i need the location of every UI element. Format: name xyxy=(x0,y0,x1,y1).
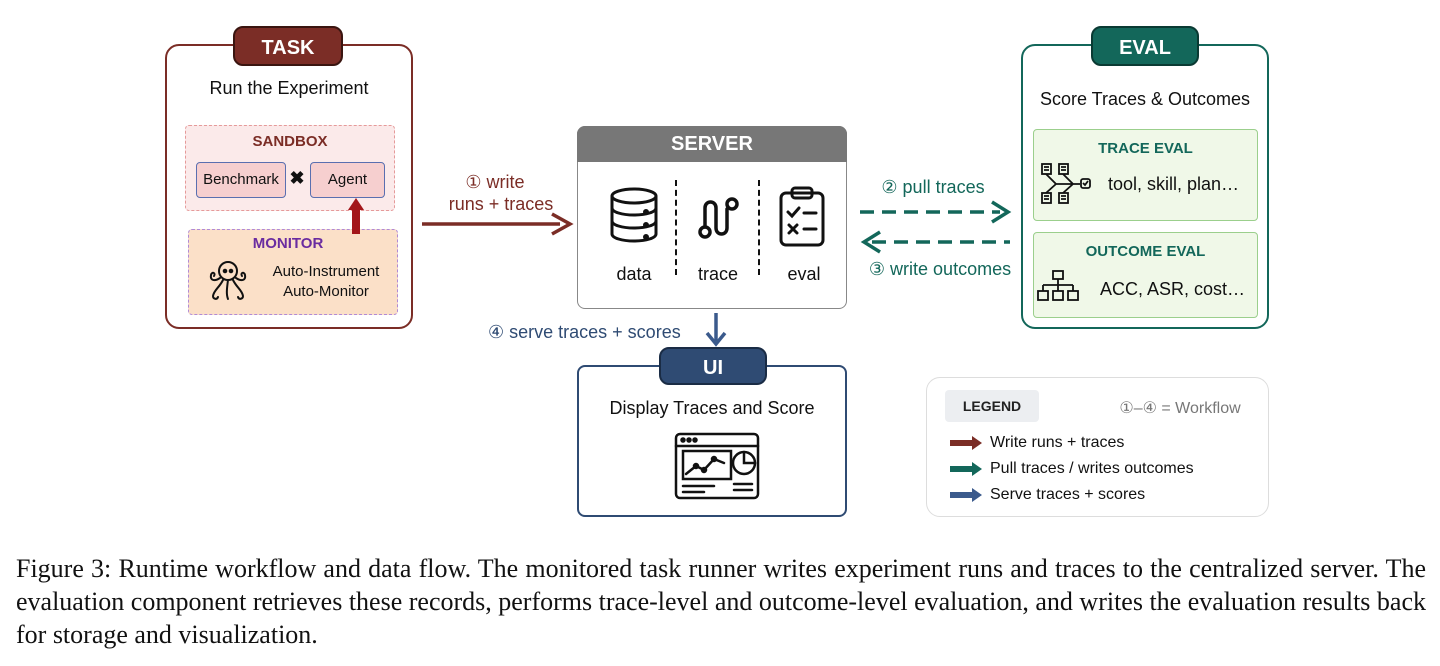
serve-arrow xyxy=(705,313,727,347)
step1-label-line1: ① write xyxy=(465,172,525,192)
eval-badge: EVAL xyxy=(1091,26,1199,66)
legend-arrow-serve xyxy=(950,488,982,502)
legend-arrow-pull xyxy=(950,462,982,476)
monitor-line2: Auto-Monitor xyxy=(283,283,369,300)
agent-box: Agent xyxy=(310,162,385,198)
benchmark-box: Benchmark xyxy=(196,162,286,198)
trace-eval-label: TRACE EVAL xyxy=(1098,140,1193,157)
server-divider-2 xyxy=(758,180,760,275)
trace-path-icon xyxy=(698,197,739,239)
figure-caption: Figure 3: Runtime workflow and data flow… xyxy=(16,554,1426,649)
ui-title: Display Traces and Score xyxy=(609,398,815,418)
task-title: Run the Experiment xyxy=(209,78,369,98)
outcome-eval-label: OUTCOME EVAL xyxy=(1085,243,1206,260)
monitor-to-agent-arrow xyxy=(348,198,364,234)
server-item-eval: eval xyxy=(787,264,821,284)
sandbox-label: SANDBOX xyxy=(252,133,328,150)
times-icon: ✖ xyxy=(289,168,305,188)
step3-label: ③ write outcomes xyxy=(868,259,1012,279)
trace-eval-box xyxy=(1033,129,1258,221)
outcome-eval-box xyxy=(1033,232,1258,318)
hierarchy-icon xyxy=(1037,270,1079,301)
outcome-eval-text: ACC, ASR, cost… xyxy=(1100,279,1246,299)
trace-eval-text: tool, skill, plan… xyxy=(1108,174,1240,194)
server-header: SERVER xyxy=(577,126,847,162)
step2-label: ② pull traces xyxy=(881,177,985,197)
server-item-trace: trace xyxy=(697,264,739,284)
step1-label-line2: runs + traces xyxy=(448,194,554,214)
legend-title: LEGEND xyxy=(945,390,1039,422)
ui-badge: UI xyxy=(659,347,767,385)
legend-arrow-write xyxy=(950,436,982,450)
legend-item-pull: Pull traces / writes outcomes xyxy=(990,460,1194,477)
ui-panel xyxy=(577,365,847,517)
monitor-line1: Auto-Instrument xyxy=(272,263,380,280)
task-badge: TASK xyxy=(233,26,343,66)
legend-item-write: Write runs + traces xyxy=(990,434,1125,451)
server-item-data: data xyxy=(616,264,652,284)
legend-note: ①–④ = Workflow xyxy=(1119,400,1241,417)
trace-tree-icon xyxy=(1041,163,1091,204)
monitor-label: MONITOR xyxy=(252,235,324,252)
eval-title: Score Traces & Outcomes xyxy=(1039,89,1251,109)
pull-traces-arrow xyxy=(860,200,1012,224)
database-icon xyxy=(610,187,658,243)
server-divider-1 xyxy=(675,180,677,275)
write-arrow xyxy=(422,212,574,236)
legend-item-serve: Serve traces + scores xyxy=(990,486,1146,503)
step4-label: ④ serve traces + scores xyxy=(488,322,681,342)
dashboard-chart-icon xyxy=(674,432,760,500)
write-outcomes-arrow xyxy=(860,230,1010,254)
clipboard-check-icon xyxy=(779,186,825,247)
octopus-icon xyxy=(206,258,250,302)
